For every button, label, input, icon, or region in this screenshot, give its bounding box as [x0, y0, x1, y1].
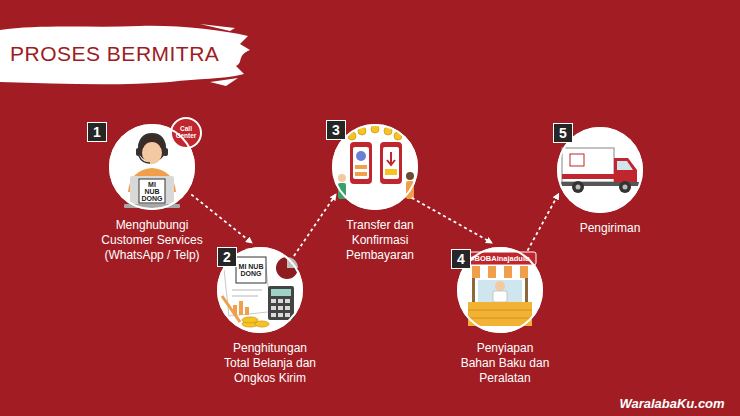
- stall-figure: [464, 252, 536, 326]
- logo-text: MI NUB DONG: [140, 181, 164, 202]
- step-circle: 5Pengiriman: [557, 127, 643, 213]
- page-title: PROSES BERMITRA: [10, 42, 219, 66]
- brush-stroke: [0, 26, 250, 84]
- step-caption: Penghitungan Total Belanja dan Ongkos Ki…: [222, 341, 318, 386]
- step-number: 1: [87, 122, 107, 142]
- step-caption: Pengiriman: [564, 221, 656, 236]
- watermark: WaralabaKu.com: [617, 397, 727, 411]
- step-caption: Transfer dan Konfirmasi Pembayaran: [339, 218, 421, 263]
- step-circle: 3Transfer dan Konfirmasi Pembayaran: [332, 124, 418, 210]
- circle-border: [218, 248, 302, 332]
- step-discs: [109, 124, 643, 333]
- step-number: 4: [451, 249, 471, 269]
- step-caption: Menghubungi Customer Services (WhatsApp …: [93, 218, 211, 263]
- sign-text: #BOBAinajadulu: [465, 255, 535, 263]
- calculation-figure: [222, 257, 298, 327]
- step-number: 2: [217, 247, 237, 267]
- circle-border: [458, 248, 542, 332]
- flow-arrow: [412, 198, 492, 243]
- badge-text: Call Center: [172, 126, 200, 140]
- step-number: 3: [326, 120, 346, 140]
- flow-arrow: [528, 194, 559, 251]
- step-number: 5: [553, 123, 573, 143]
- logo-text: MI NUB DONG: [237, 263, 265, 277]
- call-center-figure: [124, 118, 201, 208]
- step-caption: Penyiapan Bahan Baku dan Peralatan: [459, 341, 551, 386]
- step-circle: 2Penghitungan Total Belanja dan Ongkos K…: [217, 247, 303, 333]
- flow-arrow: [294, 195, 336, 257]
- truck-figure: [560, 148, 640, 193]
